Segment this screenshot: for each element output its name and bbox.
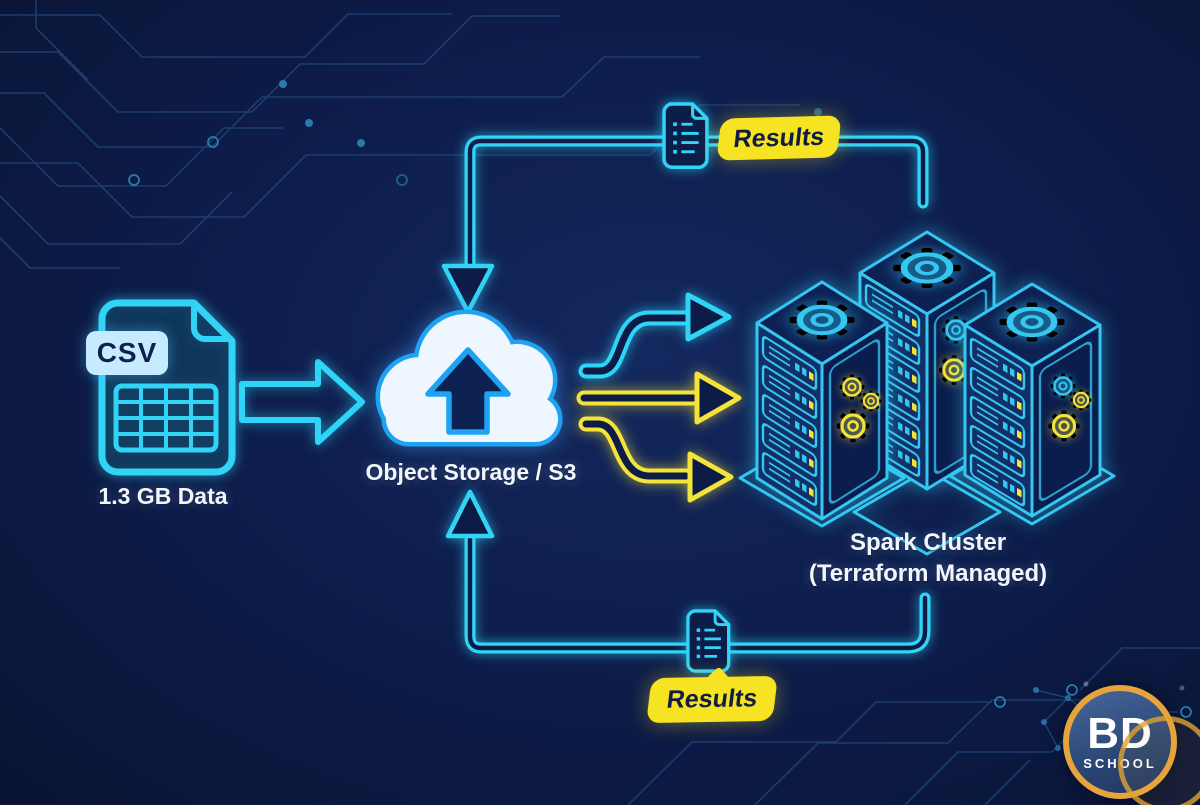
logo-ring-decoration (1118, 716, 1200, 805)
upload-arrow-icon (425, 347, 511, 435)
csv-badge: CSV (86, 331, 168, 375)
flow-arrow-csv-to-storage (239, 359, 365, 445)
base-platform (852, 468, 1002, 556)
csv-caption: 1.3 GB Data (98, 483, 228, 509)
results-badge-bottom-text: Results (665, 684, 760, 714)
table-grid-icon (113, 383, 219, 453)
results-document-icon-bottom (686, 609, 731, 673)
fan-arrows (576, 292, 742, 503)
cloud-upload-icon (375, 309, 563, 447)
cluster-label-line2: (Terraform Managed) (808, 560, 1048, 587)
csv-file-icon (98, 299, 236, 476)
results-badge-top-text: Results (732, 122, 826, 153)
cluster-label-line1: Spark Cluster (849, 529, 1007, 556)
fan-arrow-bottom-yellow (578, 416, 734, 503)
circuit-traces-top-left (0, 0, 822, 269)
results-badge-bottom: Results (646, 675, 778, 724)
cluster-label: Spark Cluster (Terraform Managed) (792, 527, 1064, 589)
results-document-icon-top (662, 102, 709, 170)
server-tower-right (963, 282, 1102, 518)
fan-arrow-middle-yellow (576, 371, 742, 425)
storage-label: Object Storage / S3 (365, 459, 577, 485)
arrowhead-down-icon (441, 263, 495, 315)
spark-cluster (738, 230, 1116, 556)
arrowhead-up-icon (445, 489, 495, 539)
results-badge-top: Results (716, 115, 842, 161)
fan-arrow-top-cyan (578, 292, 732, 379)
